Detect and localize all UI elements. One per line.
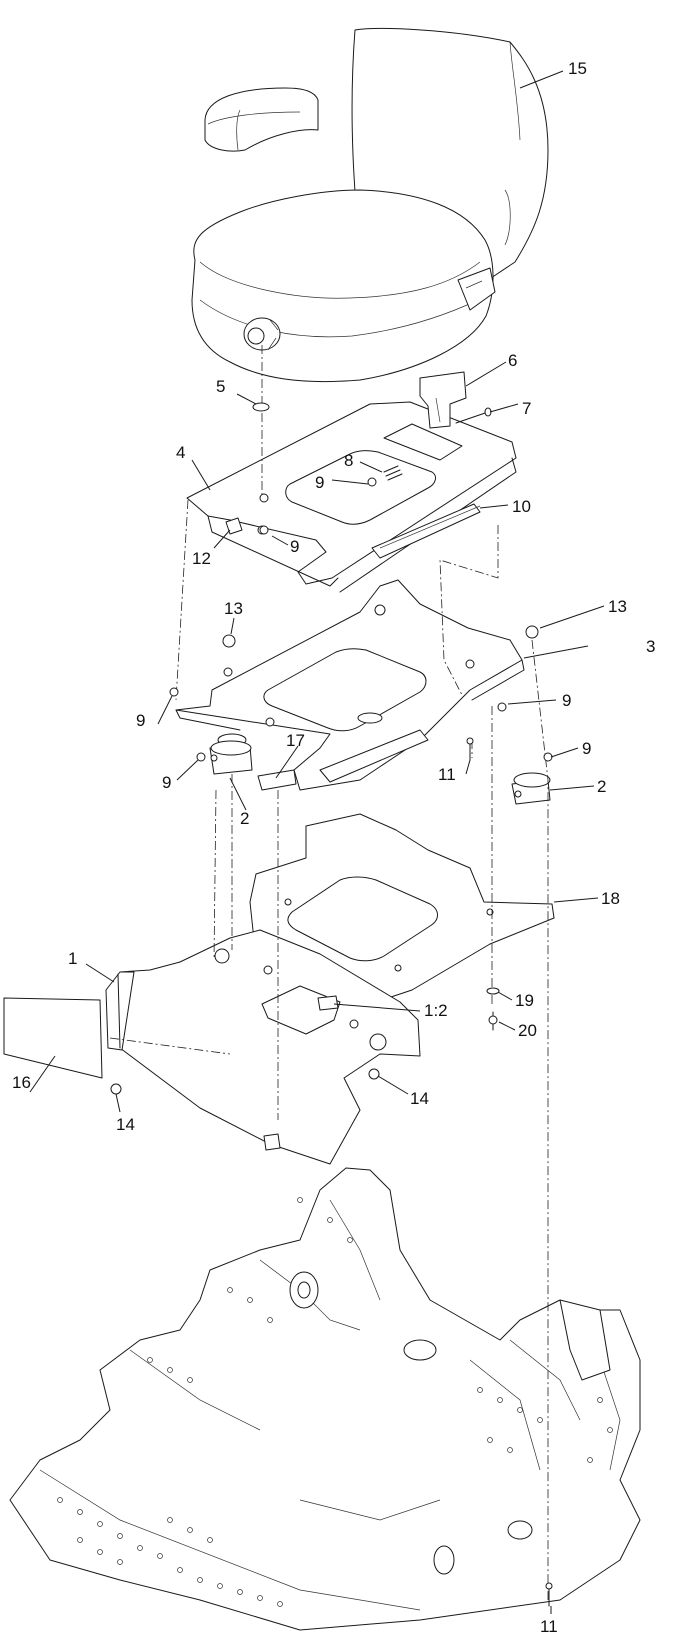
callout-3: 3 xyxy=(646,637,655,656)
seat-part xyxy=(191,28,549,383)
callout-14: 14 xyxy=(116,1115,135,1134)
callout-10: 10 xyxy=(512,497,531,516)
suspension-plate xyxy=(175,579,525,791)
callout-9: 9 xyxy=(582,739,591,758)
callout-20: 20 xyxy=(518,1021,537,1040)
callout-4: 4 xyxy=(176,443,185,462)
callout-14: 14 xyxy=(410,1089,429,1108)
callout-11: 11 xyxy=(438,765,456,784)
callout-18: 18 xyxy=(601,889,620,908)
alignment-lines xyxy=(175,345,549,1600)
callout-6: 6 xyxy=(508,351,517,370)
base-plate xyxy=(105,929,421,1165)
callout-9: 9 xyxy=(162,773,171,792)
chassis-frame xyxy=(9,1167,641,1631)
callout-13: 13 xyxy=(608,597,627,616)
callout-labels: 15 6 5 7 4 8 9 10 12 9 13 13 3 9 9 17 9 … xyxy=(12,59,655,1636)
callout-13: 13 xyxy=(224,599,243,618)
floor-pan xyxy=(249,813,555,1005)
hardware xyxy=(110,402,553,1607)
callout-12: 12 xyxy=(192,549,211,568)
callout-1-2: 1:2 xyxy=(424,1001,448,1020)
callout-2: 2 xyxy=(240,809,249,828)
callout-9: 9 xyxy=(562,691,571,710)
callout-19: 19 xyxy=(515,991,534,1010)
callout-5: 5 xyxy=(216,377,225,396)
seat-mounting-plate xyxy=(186,371,517,593)
callout-1: 1 xyxy=(68,949,77,968)
leader-lines xyxy=(29,70,605,1614)
isolator-mount-right xyxy=(511,772,551,805)
callout-17: 17 xyxy=(286,731,305,750)
callout-9: 9 xyxy=(290,537,299,556)
side-plate-part xyxy=(3,997,103,1079)
callout-15: 15 xyxy=(568,59,587,78)
isolator-mount-left xyxy=(209,740,253,775)
callout-9: 9 xyxy=(136,711,145,730)
callout-16: 16 xyxy=(12,1073,31,1092)
callout-7: 7 xyxy=(522,399,531,418)
callout-11: 11 xyxy=(540,1617,558,1636)
callout-2: 2 xyxy=(597,777,606,796)
callout-9: 9 xyxy=(315,473,324,492)
callout-8: 8 xyxy=(344,451,353,470)
decal-part xyxy=(257,769,297,791)
